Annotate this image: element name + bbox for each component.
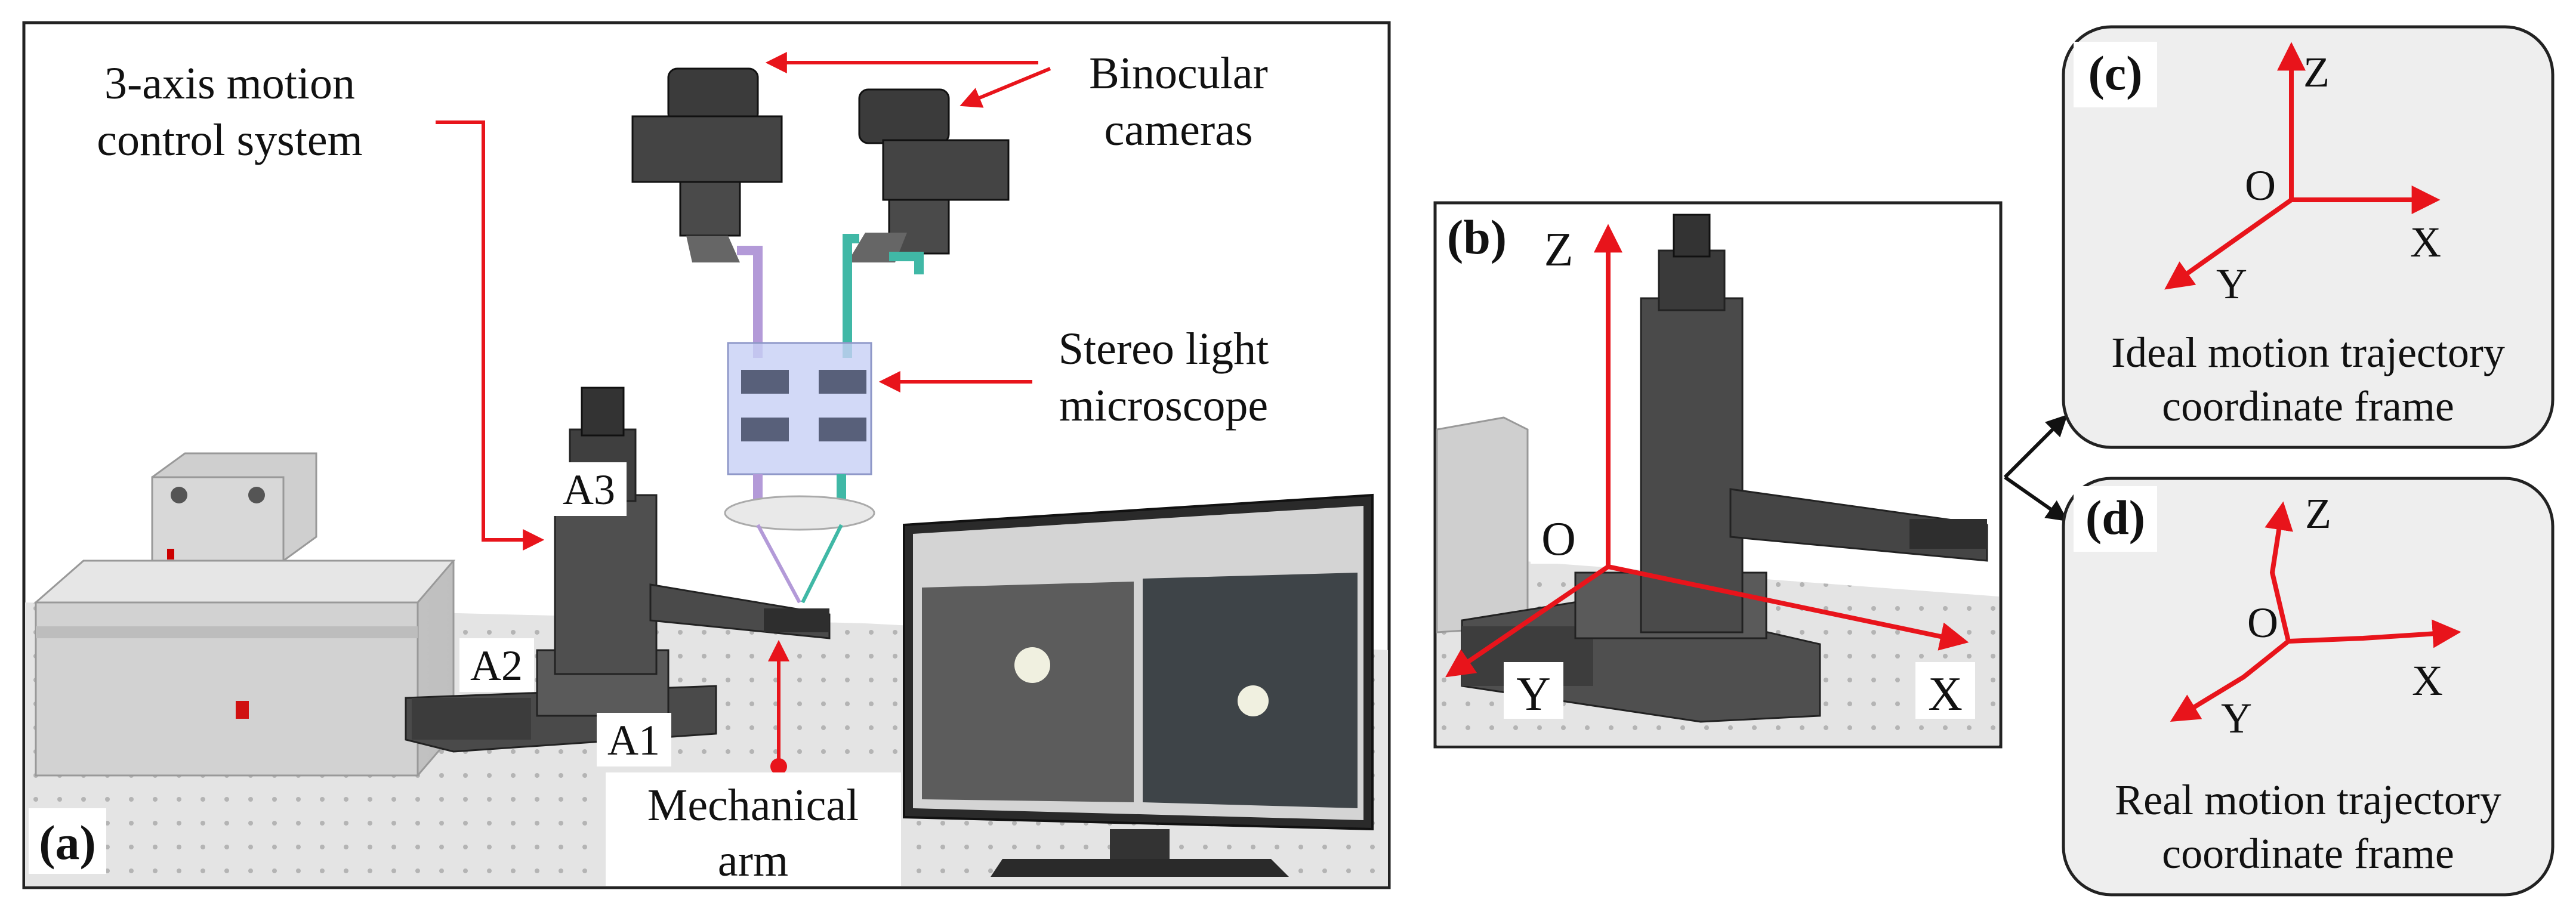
- panel-c-frame: [2062, 25, 2555, 449]
- panel-c: (c) Z O X Y Ideal motion trajectory coor…: [2062, 25, 2555, 449]
- tag-a-bg: [29, 808, 106, 874]
- a3-bg: [552, 462, 627, 516]
- panel-c-caption-line1: Ideal motion trajectory: [2111, 329, 2505, 376]
- panel-d-x-label: X: [2412, 657, 2443, 704]
- panel-d-o-label: O: [2247, 599, 2278, 647]
- arm-label-line1: Mechanical: [647, 780, 859, 830]
- panel-c-caption-line2: coordinate frame: [2162, 382, 2454, 430]
- panel-c-y-label: Y: [2216, 260, 2247, 308]
- panel-b-x-axis: [1608, 564, 1969, 651]
- camera-right: [847, 88, 1010, 262]
- panel-c-tag: (c): [2088, 46, 2142, 100]
- axis-a1-label: A1: [607, 716, 660, 764]
- axis-a3-label: A3: [563, 466, 615, 514]
- camera-left: [631, 67, 783, 262]
- panel-d-tag: (d): [2086, 490, 2145, 545]
- axis-a2-label: A2: [470, 642, 523, 690]
- panel-d-caption-line1: Real motion trajectory: [2115, 776, 2501, 824]
- arrow-motion-system: [436, 120, 545, 551]
- panel-d-caption-line2: coordinate frame: [2162, 830, 2454, 877]
- microscope-label-line2: microscope: [1059, 381, 1268, 431]
- cameras-label-line2: cameras: [1105, 105, 1253, 155]
- panel-b-z-label: Z: [1544, 224, 1574, 276]
- panel-c-x-label: X: [2410, 218, 2441, 266]
- panel-b-x-label: X: [1928, 668, 1963, 721]
- panel-b-o-label: O: [1541, 513, 1576, 565]
- microscope-body: [727, 342, 872, 475]
- panel-d-frame: [2062, 477, 2555, 897]
- connector-to-d: [2004, 475, 2068, 522]
- panel-d-y-axis: [2170, 639, 2290, 722]
- optical-paths: [724, 234, 924, 604]
- panel-b-y-label: Y: [1516, 668, 1551, 721]
- panel-c-o-label: O: [2245, 162, 2276, 209]
- panel-d-y-label: Y: [2221, 694, 2252, 742]
- controller-box: [33, 452, 456, 777]
- monitor: [903, 493, 1374, 877]
- panel-b-y-axis: [1445, 564, 1610, 678]
- motion-label-line1: 3-axis motion: [104, 58, 355, 109]
- panel-d: (d) Z O X Y Real motion trajectory coord…: [2062, 477, 2555, 897]
- panel-a: 3-axis motion control system Binocular c…: [22, 21, 1391, 889]
- motion-label-line2: control system: [97, 115, 362, 165]
- microscope-label-line1: Stereo light: [1059, 324, 1269, 374]
- panel-c-z-label: Z: [2303, 48, 2330, 96]
- panel-d-z-label: Z: [2305, 490, 2331, 537]
- frame-connectors: [2003, 414, 2068, 522]
- arm-label-bg: [606, 772, 901, 886]
- panel-c-y-axis: [2164, 197, 2293, 290]
- arrow-camera-right: [960, 67, 1051, 108]
- panel-d-z-axis: [2265, 501, 2293, 642]
- panel-b: O Z Y X (b): [1433, 201, 2003, 749]
- a2-bg: [459, 638, 534, 692]
- a1-bg: [597, 713, 671, 766]
- panel-b-tag: (b): [1447, 210, 1507, 264]
- annotation-arrows: [436, 52, 1051, 775]
- connector-to-c: [2003, 414, 2068, 479]
- cameras-label-line1: Binocular: [1089, 48, 1268, 98]
- panel-d-x-axis: [2288, 619, 2461, 648]
- arm-label-line2: arm: [718, 836, 788, 886]
- panel-a-tag: (a): [39, 815, 96, 870]
